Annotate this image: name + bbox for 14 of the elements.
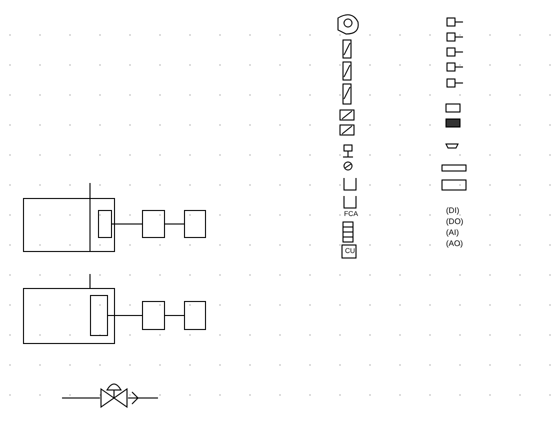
symbol-code: (AO): [446, 239, 463, 248]
equipment-box: [184, 210, 206, 238]
equipment-box: [90, 295, 108, 336]
equipment-box: [184, 301, 206, 330]
symbol-code: (AI): [446, 228, 459, 237]
equipment-box: [98, 210, 112, 238]
symbol-code: (DI): [446, 206, 460, 215]
duct-connector: [164, 315, 184, 316]
equipment-box: [23, 288, 115, 344]
equipment-box: [142, 210, 165, 238]
duct-connector: [108, 315, 142, 316]
equipment-box: [23, 198, 115, 252]
equipment-box: [142, 301, 165, 330]
symbol-code: (DO): [446, 217, 464, 226]
